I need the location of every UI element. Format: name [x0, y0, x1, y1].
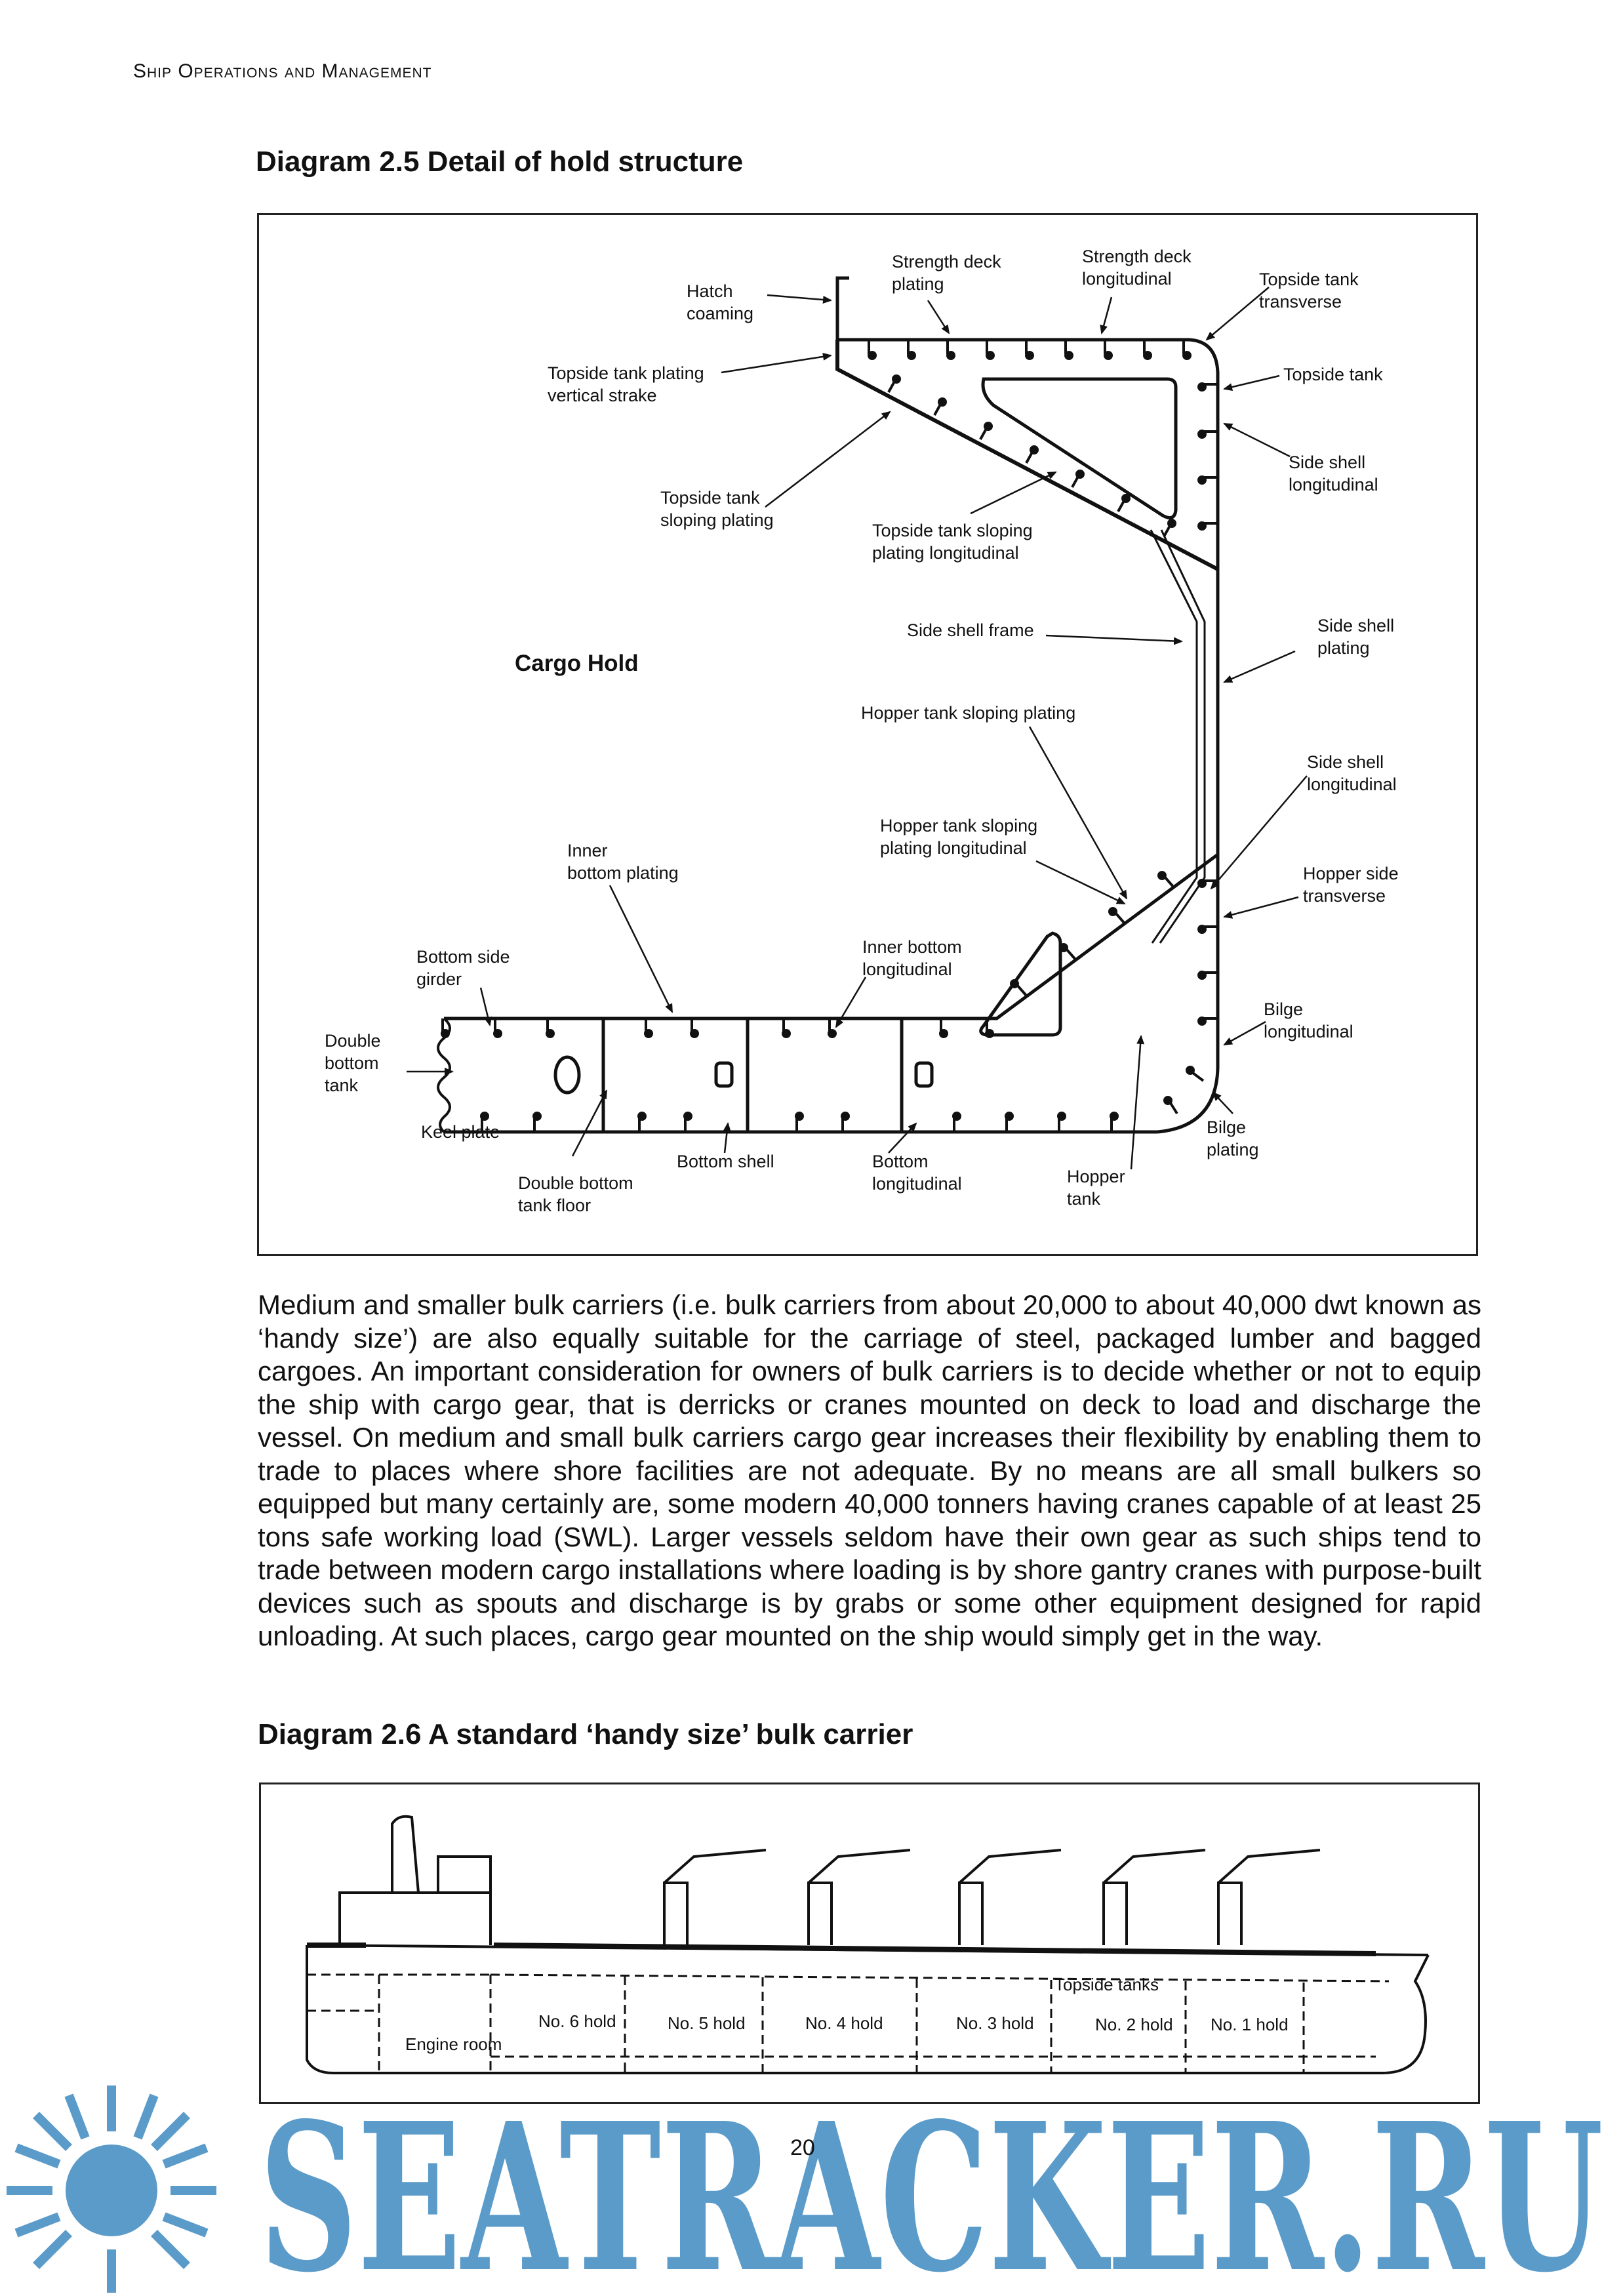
diagram-2-6-caption: Diagram 2.6 A standard ‘handy size’ bulk…	[258, 1718, 913, 1750]
longitudinals	[441, 340, 1218, 1132]
watermark-text: SEATRACKER.RU	[259, 2079, 1603, 2293]
diagram-2-6: Topside tanks Engine room No. 6 hold No.…	[259, 1782, 1480, 2104]
label-hold-1: No. 1 hold	[1211, 2015, 1289, 2034]
page-number: 20	[790, 2135, 815, 2160]
label-bottom-shell: Bottom shell	[677, 1152, 774, 1171]
sun-logo	[7, 2085, 216, 2293]
crane-5	[1217, 1849, 1321, 1945]
label-topside-tanks: Topside tanks	[1054, 1975, 1159, 1994]
leader-lines	[407, 287, 1308, 1170]
label-hold-5: No. 5 hold	[668, 2013, 746, 2033]
ship-labels: Topside tanks Engine room No. 6 hold No.…	[405, 1975, 1289, 2054]
body-paragraph: Medium and smaller bulk carriers (i.e. b…	[258, 1289, 1481, 1651]
label-cargo-hold: Cargo Hold	[515, 651, 639, 676]
label-hold-2: No. 2 hold	[1095, 2015, 1173, 2034]
bulk-carrier-drawing: Topside tanks Engine room No. 6 hold No.…	[306, 1815, 1430, 2074]
label-hold-6: No. 6 hold	[538, 2011, 616, 2031]
crane-3	[958, 1849, 1062, 1945]
watermark-drawing: SEATRACKER.RU	[7, 2079, 1603, 2296]
label-keel-plate: Keel plate	[421, 1122, 500, 1142]
running-head: Ship Operations and Management	[133, 60, 432, 82]
crane-2	[807, 1849, 911, 1945]
crane-1	[663, 1849, 767, 1945]
watermark: SEATRACKER.RU	[0, 2079, 1623, 2296]
label-engine-room: Engine room	[405, 2034, 502, 2054]
label-side-shell-frame: Side shell frame	[907, 620, 1034, 640]
deck-cranes	[663, 1849, 1321, 1945]
lightening-holes	[553, 377, 1178, 1095]
label-topside-tank: Topside tank	[1283, 365, 1383, 384]
side-shell-frame	[1150, 529, 1206, 944]
label-hopper-tank-sloping-plating: Hopper tank sloping plating	[861, 703, 1075, 723]
crane-4	[1102, 1849, 1206, 1945]
label-hold-3: No. 3 hold	[956, 2013, 1034, 2033]
ship-hull	[306, 1815, 1430, 2074]
hull-section	[437, 276, 1220, 1134]
label-hold-4: No. 4 hold	[805, 2013, 883, 2033]
diagram-2-5-caption: Diagram 2.5 Detail of hold structure	[256, 146, 744, 178]
